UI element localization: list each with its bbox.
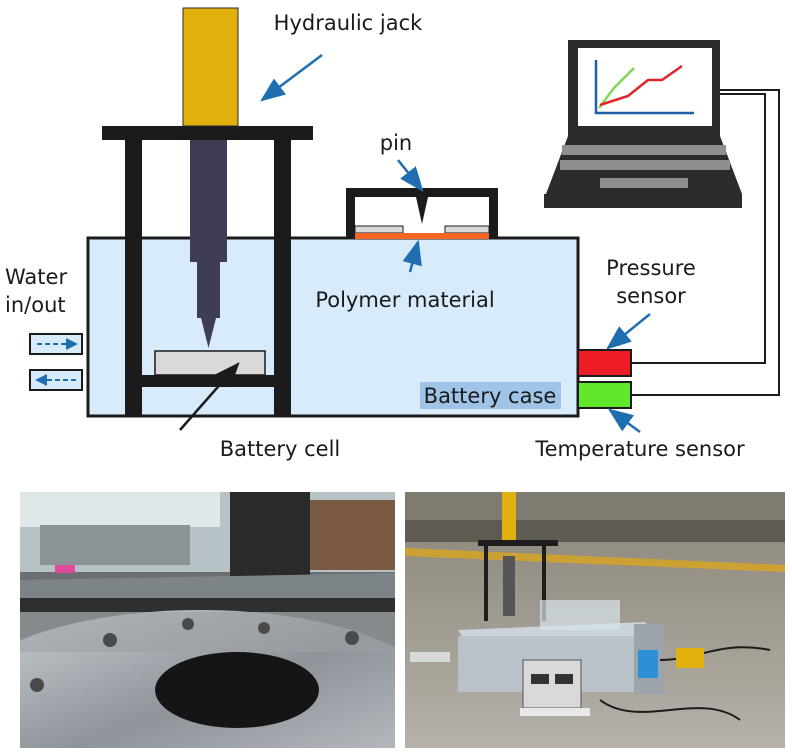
frame-left-post (125, 140, 142, 416)
polymer-arrow (402, 239, 422, 273)
plot-axis (594, 60, 694, 115)
polymer-material (355, 233, 489, 239)
battery-case-label-highlight (420, 382, 561, 409)
hydraulic-jack-label: Hydraulic jack (274, 11, 424, 35)
temperature-sensor-label: Temperature sensor (534, 437, 745, 461)
hydraulic-jack-body (182, 7, 239, 127)
temperature-sensor-wire (631, 89, 780, 396)
pin-arrow (397, 159, 424, 192)
pressure-sensor-label-line2: sensor (616, 284, 686, 308)
pressure-sensor-label-line1: Pressure (606, 256, 696, 280)
piston-lower (197, 262, 220, 318)
plot-line-red (599, 64, 683, 107)
lab-setup-photo (20, 492, 395, 748)
temperature-sensor-arrow (607, 408, 641, 434)
sample-hole (155, 652, 319, 728)
battery-cell (154, 350, 266, 376)
plot-line-green (598, 67, 635, 109)
frame-bottom-beam (142, 375, 274, 387)
pin-housing-top (346, 188, 498, 197)
pin-label: pin (380, 131, 412, 155)
hydraulic-jack-arrow (260, 54, 323, 102)
water-label-line1: Water (5, 265, 67, 289)
pin-support-left (354, 225, 404, 234)
pin-housing-right (489, 188, 498, 239)
field-setup-photo (405, 492, 785, 748)
pin-support-right (444, 225, 490, 234)
laptop-icon (544, 40, 742, 208)
battery-cell-label: Battery cell (220, 437, 341, 461)
piston-upper (190, 140, 227, 262)
water-label-line2: in/out (5, 293, 66, 317)
pressure-sensor-arrow (606, 313, 651, 350)
pin-housing-left (346, 188, 355, 239)
piston-tip (201, 318, 216, 348)
battery-cell-arrow (179, 362, 240, 431)
frame-right-post (274, 140, 291, 416)
temperature-sensor (577, 381, 632, 409)
pressure-sensor-wire (631, 93, 766, 364)
polymer-material-label: Polymer material (315, 288, 494, 312)
frame-top-beam (102, 126, 313, 140)
pressure-sensor (577, 349, 632, 377)
pin-needle (416, 197, 428, 224)
battery-case-label: Battery case (424, 384, 557, 408)
